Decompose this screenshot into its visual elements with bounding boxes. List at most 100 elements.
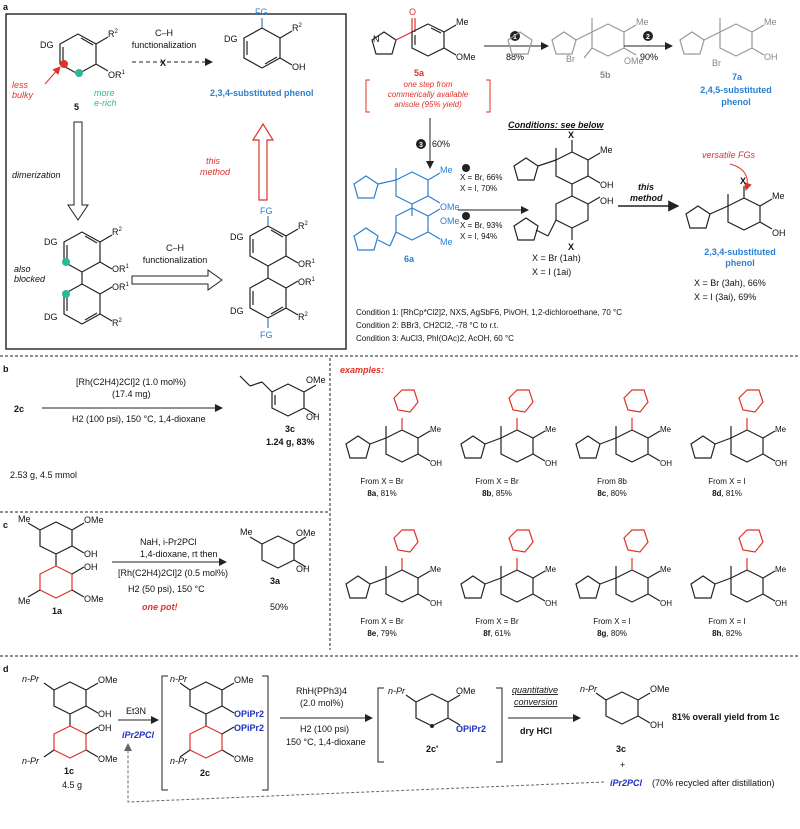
less-bulky-1: less <box>12 80 29 90</box>
example-from: From X = Br <box>475 477 519 486</box>
one-step-bracket <box>365 79 491 113</box>
dg-dimer-bottom: DG <box>44 312 58 322</box>
c-yield: 50% <box>270 602 288 612</box>
versatile-arrow <box>729 163 752 191</box>
example-oh: OH <box>775 599 787 608</box>
compound-5a-structure <box>371 18 457 57</box>
d-bracket-2c-left <box>161 675 168 791</box>
c-product: 3a <box>270 576 281 586</box>
d-2c-op-2: OPiPr2 <box>234 723 264 733</box>
compound-5b-label: 5b <box>600 70 611 80</box>
x-1ah-top: X <box>568 130 574 140</box>
d-bracket-2cp-left <box>377 687 384 763</box>
example-from: From X = Br <box>360 477 404 486</box>
panel-a-box <box>5 13 347 350</box>
d-bracket-2cp-right <box>496 687 503 763</box>
ome-5a: OMe <box>456 52 476 62</box>
r2-fdimer-top: R2 <box>298 221 309 231</box>
d-quant-2: conversion <box>514 697 558 707</box>
step1-yield: 88% <box>506 52 524 62</box>
d-cpd-2cp: 2c' <box>426 744 438 754</box>
fg-label-top: FG <box>255 7 268 17</box>
d-recycle: (70% recycled after distillation) <box>652 778 775 788</box>
panel-label-a: a <box>3 2 9 12</box>
one-step-2: commerically available <box>388 90 469 99</box>
d-cat-amt: (2.0 mol%) <box>300 698 344 708</box>
condition-1: Condition 1: [RhCp*Cl2]2, NXS, AgSbF6, P… <box>356 308 622 317</box>
d-3c-oh: OH <box>650 720 664 730</box>
examples-title: examples: <box>340 365 384 375</box>
r2-label: R2 <box>108 29 119 39</box>
d-cpd-2c: 2c <box>200 768 210 778</box>
dimerization-label: dimerization <box>12 170 61 180</box>
c-ome-bottom: OMe <box>84 594 104 604</box>
example-cpd: 8b, 85% <box>482 489 512 498</box>
me-6a-top: Me <box>440 165 453 175</box>
step2-yield: 90% <box>640 52 658 62</box>
r2-fdimer-bottom: R2 <box>298 312 309 322</box>
one-step-1: one step from <box>404 80 453 89</box>
example-from: From X = I <box>593 617 631 626</box>
d-2c-ome-2: OMe <box>234 754 254 764</box>
me-5a: Me <box>456 17 469 27</box>
compound-3c-structure <box>239 375 317 417</box>
phenol-234b-2: phenol <box>725 258 755 268</box>
d-cpd-1c: 1c <box>64 766 74 776</box>
c-product-me: Me <box>240 527 253 537</box>
compound-5b-structure <box>507 18 637 59</box>
c-oh-top: OH <box>84 549 98 559</box>
cond-circle-1 <box>462 164 470 172</box>
cond-line-4: X = I, 94% <box>460 232 497 241</box>
more-erich-1: more <box>94 88 115 98</box>
cpd-3ai-label: X = I (3ai), 69% <box>694 292 756 302</box>
panel-label-b: b <box>3 364 9 374</box>
condition-3: Condition 3: AuCl3, PhI(OAc)2, AcOH, 60 … <box>356 334 514 343</box>
ome-6a-bottom: OMe <box>440 216 460 226</box>
c-oh-bottom: OH <box>84 562 98 572</box>
compound-1ah-structure <box>513 140 601 241</box>
d-overall: 81% overall yield from 1c <box>672 712 780 722</box>
b-oh: OH <box>306 412 320 422</box>
c-ome-top: OMe <box>84 515 104 525</box>
compound-7a-structure <box>679 18 765 57</box>
compound-6a-label: 6a <box>404 254 415 264</box>
b-sm: 2c <box>14 404 24 414</box>
also-blocked-2: blocked <box>14 274 46 284</box>
b-cat: [Rh(C2H4)2Cl]2 (1.0 mol%) <box>76 377 186 387</box>
c-product-ome: OMe <box>296 528 316 538</box>
compound-3a-structure <box>249 535 307 569</box>
example-cpd: 8d, 81% <box>712 489 742 498</box>
ch-label-top: C–H <box>155 28 173 38</box>
step2-circle <box>643 31 653 41</box>
br-7a: Br <box>712 58 721 68</box>
d-quant-1: quantitative <box>512 685 558 695</box>
example-cpd: 8e, 79% <box>367 629 396 638</box>
d-2cp-op: OPiPr2 <box>456 724 486 734</box>
d-hcl: dry HCl <box>520 726 552 736</box>
example-oh: OH <box>660 459 672 468</box>
c-cond: H2 (50 psi), 150 °C <box>128 584 205 594</box>
c-sm: 1a <box>52 606 63 616</box>
functionalization-label-top: functionalization <box>132 40 197 50</box>
cond-line-2: X = I, 70% <box>460 184 497 193</box>
compound-1c-structure <box>43 681 99 759</box>
br-5b: Br <box>566 54 575 64</box>
example-oh: OH <box>430 599 442 608</box>
x-3ah: X <box>740 176 746 186</box>
oh-label-phenol: OH <box>292 62 306 72</box>
d-npr-bottom: n-Pr <box>22 756 40 766</box>
d-plus: + <box>620 760 625 770</box>
example-me: Me <box>775 425 787 434</box>
compound-5a-label: 5a <box>414 68 425 78</box>
oh-7a: OH <box>764 52 778 62</box>
this-method-1: this <box>206 156 221 166</box>
carbonyl-o-5a: O <box>409 7 416 17</box>
d-cat: RhH(PPh3)4 <box>296 686 347 696</box>
compound-6a-structure <box>353 168 441 251</box>
or1-dimer-top: OR1 <box>112 264 130 274</box>
